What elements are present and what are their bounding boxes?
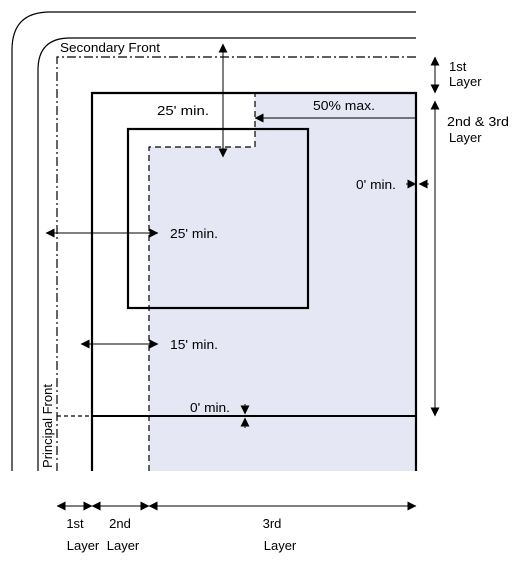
bottom-second-layer-label-line2: Layer: [107, 538, 140, 553]
dim-0-right-label: 0' min.: [356, 177, 396, 192]
secondary-front-label: Secondary Front: [60, 40, 160, 55]
dim-25-left-label: 25' min.: [170, 226, 218, 241]
dim-50-max-label: 50% max.: [313, 98, 375, 113]
bottom-first-layer-label-line1: 1st: [66, 516, 84, 531]
principal-front-label: Principal Front: [40, 384, 55, 468]
right-second-third-layer-label-line1: 2nd & 3rd: [447, 114, 509, 129]
building-footprint: [126, 127, 310, 310]
first-layer-boundary: [56, 56, 416, 471]
bottom-second-layer-label-line1: 2nd: [109, 516, 131, 531]
dim-25-top-label: 25' min.: [157, 103, 209, 118]
right-first-layer-label-line2: Layer: [449, 74, 482, 89]
street-curb-outer: [11, 11, 416, 471]
right-second-third-layer-label-line2: Layer: [449, 130, 482, 145]
dim-0-bottom-label: 0' min.: [190, 400, 230, 415]
third-layer-shaded-area: [149, 93, 416, 471]
lot-outline: [90, 91, 418, 471]
dim-15-left-label: 15' min.: [170, 337, 218, 352]
third-layer-shaded-notch-mask: [149, 93, 255, 147]
bottom-third-layer-label-line2: Layer: [264, 538, 297, 553]
bottom-third-layer-label-line1: 3rd: [263, 516, 282, 531]
right-first-layer-label-line1: 1st: [449, 59, 467, 74]
street-curb-inner: [37, 37, 416, 471]
bottom-first-layer-label-line2: Layer: [67, 538, 100, 553]
